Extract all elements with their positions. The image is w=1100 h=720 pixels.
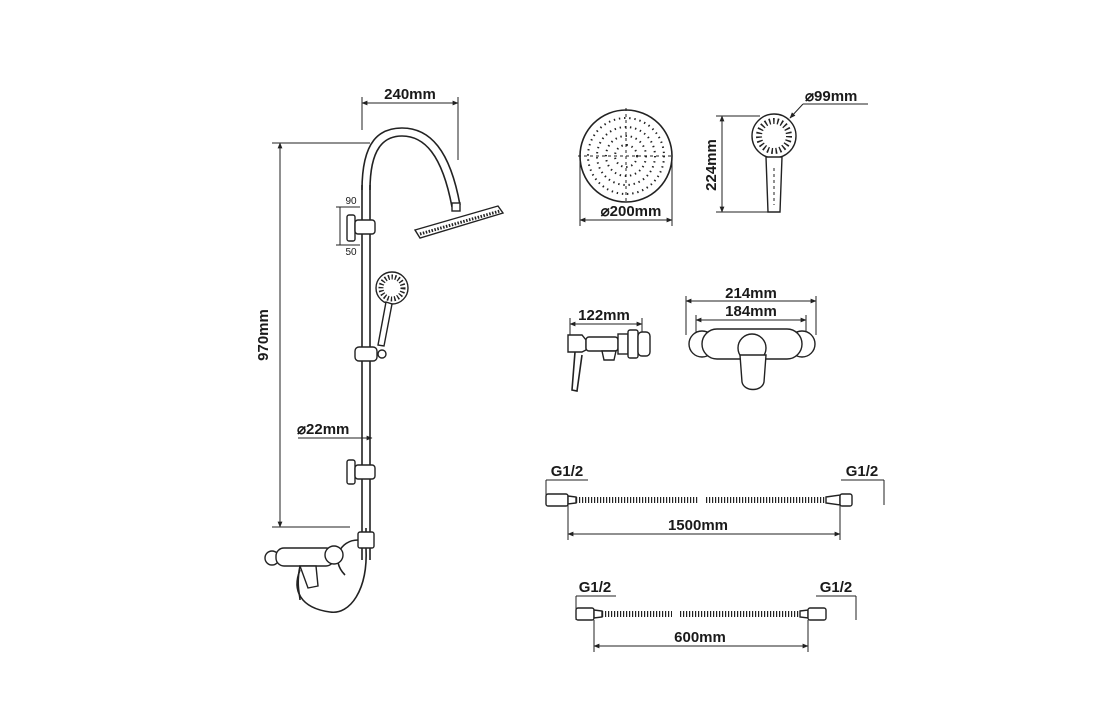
handset-nozzles [756,118,792,154]
hose-long-left-nut [545,493,569,507]
rail-height-label: 970mm [255,309,272,361]
slider-holder [354,346,387,362]
mixer-front-lever [739,354,767,391]
hose-short-right-nut [807,607,827,621]
gooseneck-outer [361,127,461,206]
mixer-side-body [585,336,619,352]
mixer-side-outlet [601,350,617,361]
head-diameter-label: ⌀200mm [601,203,662,220]
rail-diverter [357,528,375,549]
mixer-side-view: 122mm [567,307,651,392]
handset-grip [765,156,783,213]
handset-diameter-label: ⌀99mm [805,88,857,105]
bracket-top-label: 90 [345,196,357,207]
mixer-inner-label: 184mm [725,303,777,320]
hose-600: G1/2 G1/2 600mm [575,579,857,652]
rain-head-top-view: ⌀200mm [578,108,674,226]
mixer-side-handle [571,351,583,392]
handset-diameter-leader [789,103,804,119]
mixer-side-cover [637,331,651,357]
mixer-side-lever [567,334,587,353]
hose-short-length-label: 600mm [674,629,726,646]
shower-column: 240mm 970mm 90 50 [255,86,505,613]
hose-short-left-nut [575,607,595,621]
top-wall-bracket: 90 50 [336,196,376,258]
hose-1500: G1/2 G1/2 1500mm [545,463,885,540]
arm-width-label: 240mm [384,86,436,103]
gooseneck-inner [369,135,453,208]
rain-head-side [413,202,505,239]
bracket-bottom-label: 50 [345,247,357,258]
hose-long-cone [825,494,841,506]
hose-long-right-label: G1/2 [846,463,879,480]
mixer-side-nut [617,333,629,355]
hose-long-left-label: G1/2 [551,463,584,480]
hose-long-length-label: 1500mm [668,517,728,534]
lower-wall-bracket [346,459,376,485]
handset-length-label: 224mm [703,139,720,191]
hose-long-right-nut [839,493,853,507]
hose-short-right-label: G1/2 [820,579,853,596]
nozzle-ring-4 [614,144,638,168]
mixer-depth-label: 122mm [578,307,630,324]
mixer-outer-label: 214mm [725,285,777,302]
hand-shower-front-view: 224mm ⌀99mm [703,88,868,213]
bottom-mixer [264,545,344,601]
hose-loop [296,547,367,613]
hose-short-left-label: G1/2 [579,579,612,596]
hand-shower-on-rail [375,271,409,347]
mixer-front-view: 214mm 184mm [685,285,817,391]
rail-diameter-label: ⌀22mm [297,421,349,438]
mixer-side-flange [627,329,639,359]
